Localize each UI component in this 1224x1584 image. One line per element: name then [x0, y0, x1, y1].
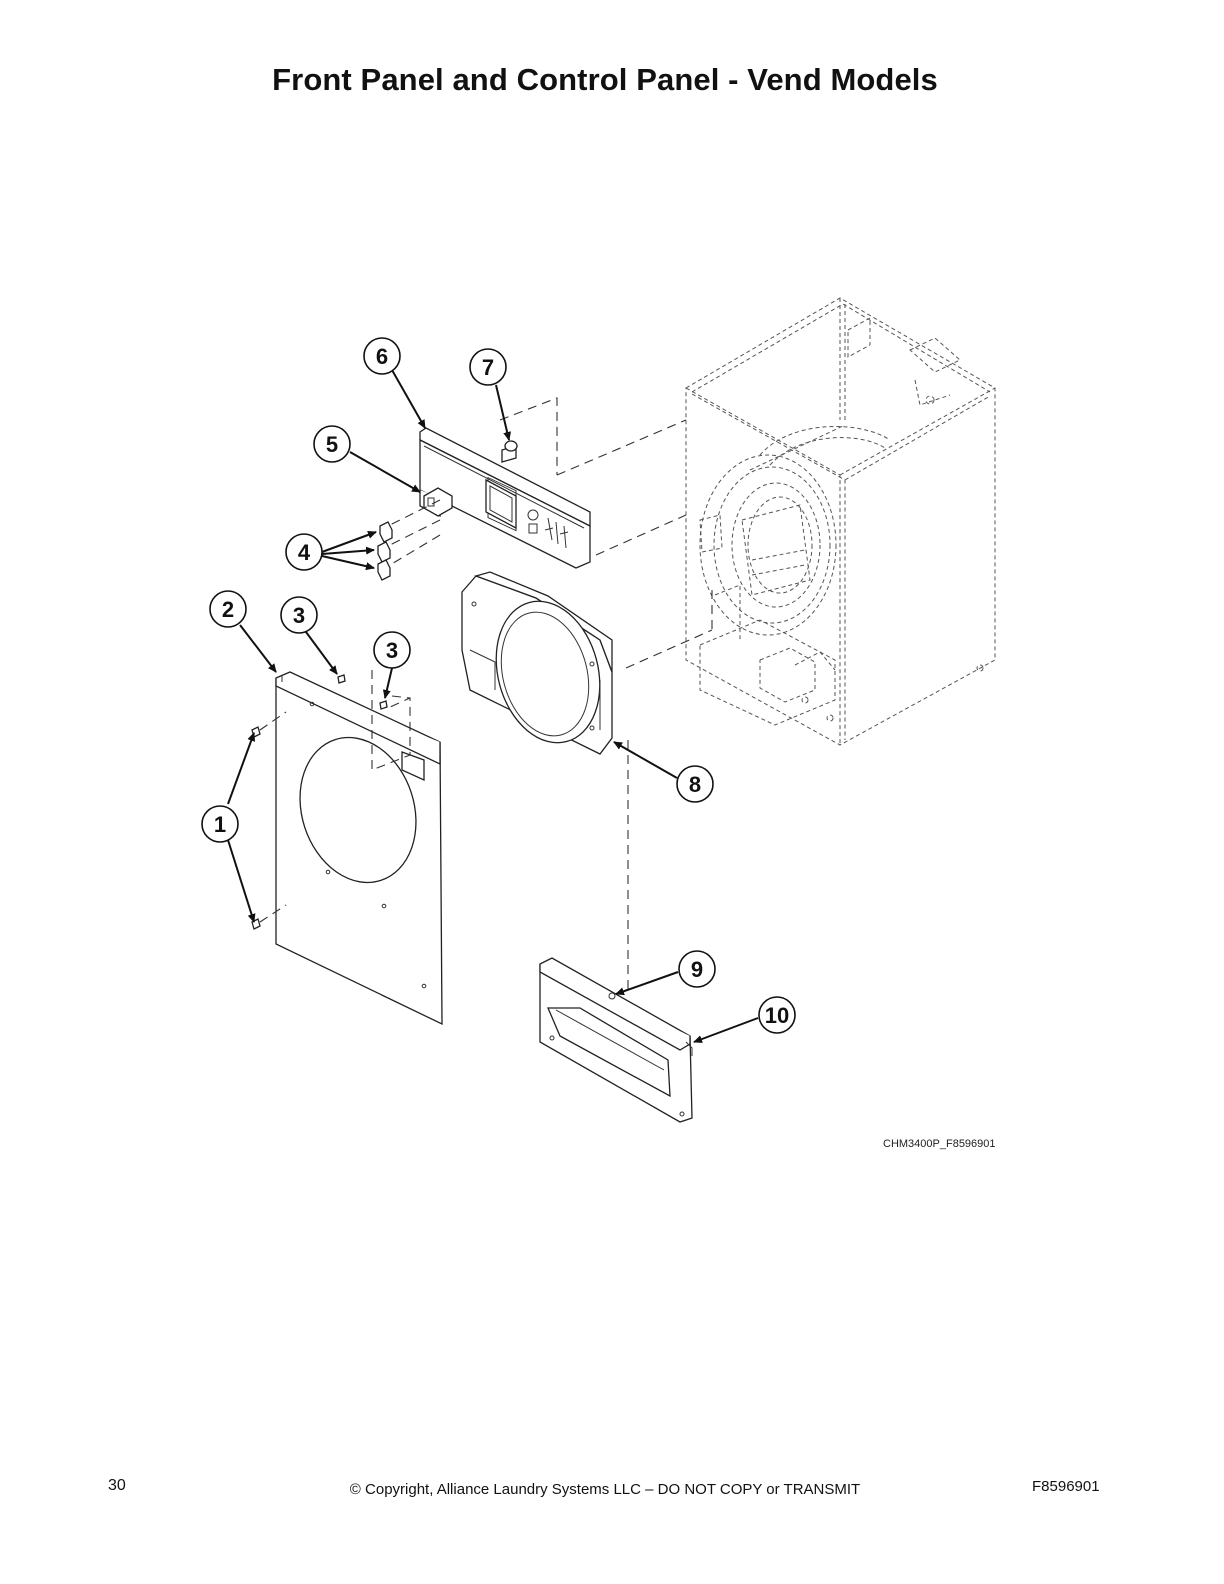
front-panel — [251, 671, 443, 1026]
callout-7: 7 — [469, 348, 507, 386]
figure-code: CHM3400P_F8596901 — [883, 1138, 996, 1150]
leader-lines — [227, 369, 759, 1043]
clips — [377, 521, 393, 581]
page-title: Front Panel and Control Panel - Vend Mod… — [272, 62, 938, 97]
kick-panel — [539, 957, 693, 1123]
door-ring-panel — [461, 571, 613, 755]
callout-1: 1 — [201, 805, 239, 843]
callout-3b-label: 3 — [386, 638, 398, 663]
callout-5: 5 — [313, 425, 351, 463]
cabinet-outline — [685, 297, 996, 746]
callout-9: 9 — [678, 950, 716, 988]
callout-3a-label: 3 — [293, 603, 305, 628]
callout-3a: 3 — [280, 596, 318, 634]
callout-8: 8 — [676, 765, 714, 803]
callout-4-label: 4 — [298, 540, 311, 565]
callout-3b: 3 — [373, 631, 411, 669]
callout-2-label: 2 — [222, 597, 234, 622]
callout-10-label: 10 — [765, 1003, 789, 1028]
callout-6: 6 — [363, 337, 401, 375]
callout-6-label: 6 — [376, 344, 388, 369]
callout-1-label: 1 — [214, 812, 226, 837]
callout-10: 10 — [758, 996, 796, 1034]
callout-5-label: 5 — [326, 432, 338, 457]
page-number: 30 — [108, 1477, 126, 1494]
callout-9-label: 9 — [691, 957, 703, 982]
callout-2: 2 — [209, 590, 247, 628]
callout-7-label: 7 — [482, 355, 494, 380]
callout-4: 4 — [285, 533, 323, 571]
callout-8-label: 8 — [689, 772, 701, 797]
document-code: F8596901 — [1032, 1478, 1100, 1495]
copyright-notice: © Copyright, Alliance Laundry Systems LL… — [349, 1481, 861, 1498]
